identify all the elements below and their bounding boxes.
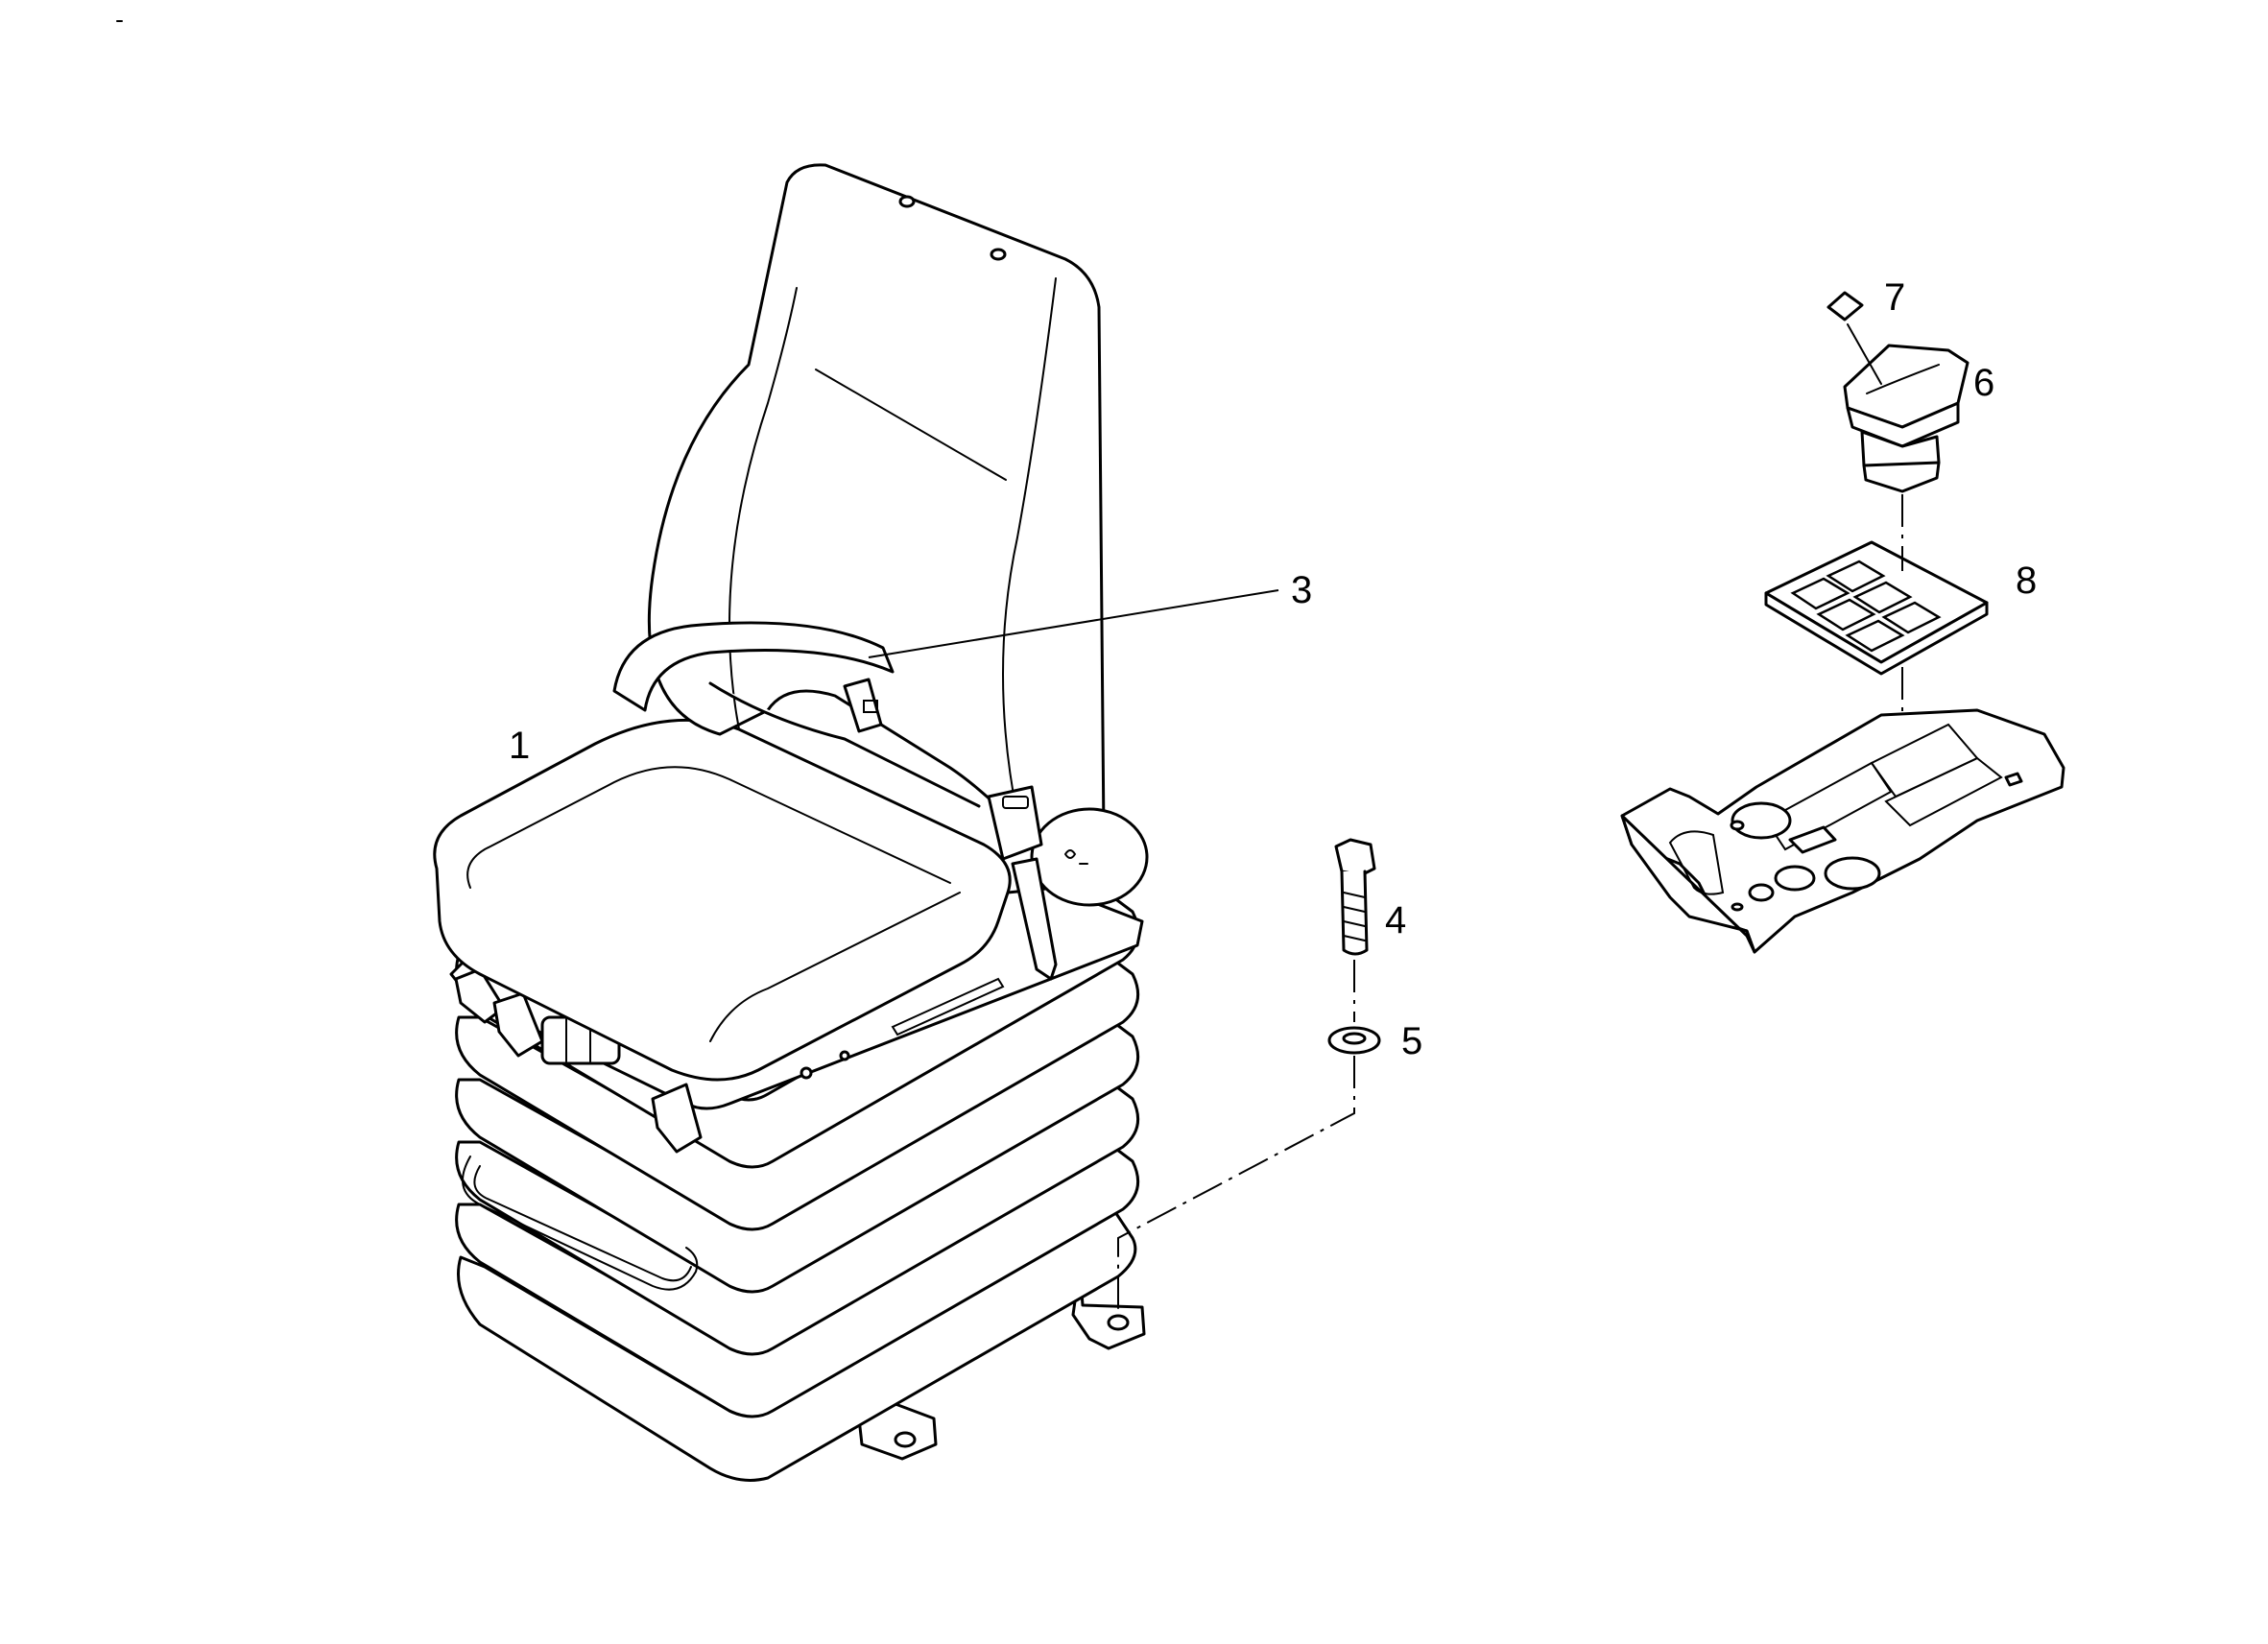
belt-buckle: [987, 785, 1043, 861]
mount-hole-right: [1107, 1314, 1130, 1331]
cushion-seam: [466, 766, 951, 889]
headrest-hole-left: [898, 195, 916, 208]
bolt-shank: [1340, 870, 1369, 956]
console-gauge-2: [1824, 856, 1881, 891]
callout-5: 5: [1401, 1020, 1422, 1062]
washer: [1327, 1026, 1381, 1055]
seat-backrest: [647, 163, 1106, 846]
callout-1: 1: [509, 725, 530, 767]
belt-strap-diag: [708, 681, 981, 808]
bolt: [1334, 838, 1376, 956]
belt-strap-rear: [612, 621, 895, 712]
console-slot-1: [1764, 761, 1893, 851]
dashboard-console: [1620, 708, 2065, 954]
mount-hole-front: [894, 1431, 917, 1448]
seat-assembly: [433, 163, 1149, 1482]
console-left-recess: [1668, 830, 1725, 895]
callout-8: 8: [2016, 560, 2037, 602]
bolt-head: [1334, 838, 1376, 877]
belt-buckle-strap: [1011, 857, 1058, 981]
backrest-seam: [815, 369, 1007, 481]
centerline-washer-seat: [1117, 1056, 1355, 1315]
side-rail-slot: [891, 977, 1005, 1036]
switch-symbol-cover: [1826, 291, 1864, 322]
callout-3: 3: [1291, 569, 1312, 611]
backrest-contour-right: [1002, 277, 1057, 817]
seat-cushion: [433, 718, 1012, 1082]
callout-6: 6: [1973, 362, 1994, 404]
switch-base: [1862, 461, 1941, 493]
console-slot-3: [1884, 756, 2003, 827]
leader-3: [868, 589, 1279, 658]
switch-panel-insert: [1764, 540, 1989, 676]
console-gauge-3: [1774, 865, 1816, 892]
rocker-switch: [1843, 344, 1970, 493]
lumbar-adjust-knob: [1030, 807, 1149, 907]
callout-7: 7: [1884, 276, 1905, 319]
callout-4: 4: [1385, 899, 1406, 941]
washer-hole: [1342, 1032, 1367, 1045]
symbol-cover-pointer: [1847, 323, 1882, 385]
console-gauge-1: [1731, 801, 1792, 840]
seat-belt: [612, 621, 1058, 981]
console-gauge-4: [1748, 883, 1775, 902]
headrest-hole-right: [990, 248, 1007, 261]
adjust-lever-3: [651, 1083, 703, 1154]
seat-lift-handle: [462, 1156, 699, 1291]
console-small-display: [1788, 825, 1837, 854]
